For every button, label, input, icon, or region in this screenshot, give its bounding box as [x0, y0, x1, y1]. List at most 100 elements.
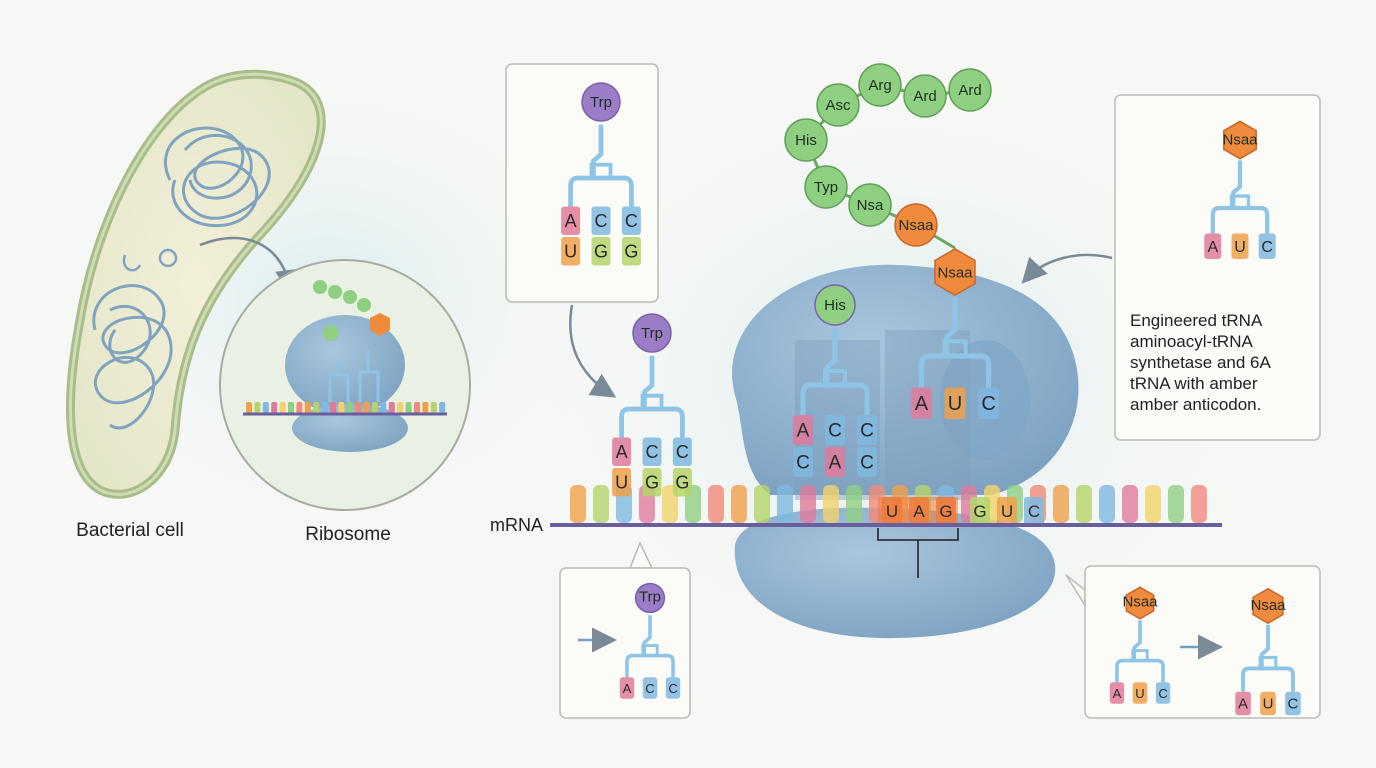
bottom-right-before-anticodon-2-letter: C — [1158, 686, 1167, 701]
mini-nucleotide-16 — [380, 402, 387, 414]
description-line-4: tRNA with amber — [1130, 374, 1258, 393]
peptide-residue-1 — [816, 83, 860, 127]
engineered-anticodon-0-letter: A — [1207, 239, 1218, 256]
amber-anticodon-0-letter: A — [915, 393, 929, 415]
incoming-codon-2-tile — [672, 468, 692, 497]
description-line-3: synthetase and 6A — [1130, 353, 1271, 372]
ribosome-label: Ribosome — [305, 524, 391, 545]
amber-trna-loop — [942, 339, 968, 356]
mini-nucleotide-1 — [254, 402, 261, 414]
peptide-residue-label-1: Asc — [825, 97, 851, 114]
main-ribosome — [732, 264, 1079, 639]
amber-codon-2-tile — [936, 497, 956, 525]
mrna-nucleotide-1 — [593, 485, 609, 523]
bottom-left-trna-body — [625, 653, 675, 678]
bottom-left-anticodon-1-tile — [642, 677, 658, 699]
description-line-1: Engineered tRNA — [1130, 311, 1263, 330]
incoming-amino-acid-bead — [632, 313, 672, 353]
peptide-residue-6 — [848, 183, 892, 227]
incoming-trna-body — [619, 406, 685, 438]
mini-nucleotide-0 — [246, 402, 252, 414]
incoming-anticodon-0-tile — [612, 437, 632, 466]
peptide-residue-label-5: Typ — [814, 179, 838, 196]
trp-panel-codon-0-letter: U — [564, 242, 577, 262]
mini-nucleotide-5 — [288, 402, 294, 414]
peptide-residue-label-7: Nsaa — [898, 217, 934, 234]
bottom-right-before-trna-body — [1115, 658, 1165, 683]
downstream-codon-1-letter: U — [1001, 502, 1013, 521]
his-codon-1-letter: A — [829, 453, 842, 474]
mini-nucleotide-21 — [422, 402, 429, 414]
his-anticodon-0-letter: A — [797, 421, 810, 442]
mrna-nucleotide-22 — [1076, 485, 1092, 523]
bottom-left-anticodon-0-letter: A — [623, 681, 632, 696]
bottom-left-anticodon-2-tile — [665, 677, 681, 699]
mini-nucleotide-6 — [296, 402, 303, 414]
bottom-right-after-anticodon-1-letter: U — [1263, 696, 1274, 713]
incoming-codon-1-tile — [642, 468, 662, 497]
trp-panel-amino-acid-label: Trp — [590, 94, 612, 111]
peptide-residue-7 — [894, 203, 938, 247]
his-trna-body — [800, 382, 870, 415]
amber-codon-0-tile — [882, 497, 902, 525]
trp-panel-anticodon-2-tile — [621, 206, 641, 235]
mini-mrna — [246, 402, 446, 414]
incoming-anticodon-2-letter: C — [676, 442, 689, 462]
engineered-trna-loop — [1229, 194, 1251, 208]
trp-panel-codon-1-tile — [591, 237, 611, 266]
his-codon-1-tile — [825, 447, 845, 477]
mini-nucleotide-13 — [355, 402, 362, 414]
incoming-codon-0-letter: U — [615, 473, 628, 493]
amber-codon-0-letter: U — [886, 502, 898, 521]
his-codon-2-tile — [857, 447, 877, 477]
mrna-nucleotide-8 — [754, 485, 770, 523]
bottom-left-amino-acid-bead — [634, 582, 666, 614]
mini-nucleotide-15 — [372, 402, 378, 414]
mrna-nucleotide-25 — [1145, 485, 1161, 523]
peptide-residue-label-6: Nsa — [857, 197, 884, 214]
incoming-trna-loop — [640, 393, 664, 409]
bottom-right-after-anticodon-2-tile — [1285, 691, 1301, 716]
engineered-trna-body — [1210, 205, 1270, 234]
amber-anticodon-2-tile — [978, 387, 1000, 419]
amber-trna-body — [918, 353, 992, 388]
amber-anticodon-1-tile — [944, 387, 966, 419]
mrna-nucleotide-21 — [1053, 485, 1069, 523]
mini-nucleotide-2 — [262, 402, 269, 414]
trp-panel-amino-acid-bead — [581, 82, 621, 122]
peptide-residue-label-4: Ard — [958, 82, 981, 99]
mrna-nucleotide-0 — [570, 485, 586, 523]
mrna-nucleotide-24 — [1122, 485, 1138, 523]
mini-nucleotide-9 — [321, 402, 328, 414]
his-codon-0-letter: C — [796, 453, 810, 474]
peptide-residue-2 — [858, 63, 902, 107]
peptide-residue-4 — [948, 68, 992, 112]
incoming-anticodon-0-letter: A — [616, 442, 628, 462]
trp-panel-trna-body — [568, 175, 634, 207]
bottom-right-before-trna-loop — [1131, 649, 1149, 661]
incoming-codon-2-letter: G — [675, 473, 689, 493]
bottom-right-after-anticodon-2-letter: C — [1288, 696, 1299, 713]
peptide-residue-label-2: Arg — [868, 77, 891, 94]
his-anticodon-1-tile — [825, 415, 845, 445]
amber-anticodon-0-tile — [910, 387, 932, 419]
trp-panel-codon-1-letter: G — [594, 242, 608, 262]
incoming-amino-acid-label: Trp — [641, 325, 663, 342]
mini-nucleotide-11 — [338, 402, 345, 414]
incoming-anticodon-1-tile — [642, 437, 662, 466]
amber-amino-acid-label: Nsaa — [937, 264, 973, 281]
engineered-anticodon-0-tile — [1204, 233, 1222, 259]
peptide-residue-0 — [784, 118, 828, 162]
amber-codon-2-letter: G — [939, 502, 952, 521]
amber-codon-1-letter: A — [913, 502, 925, 521]
trp-panel-trna-loop — [589, 162, 613, 178]
mini-nucleotide-22 — [430, 402, 437, 414]
engineered-trna-description: Engineered tRNA aminoacyl-tRNA synthetas… — [1130, 311, 1275, 414]
mini-nucleotide-23 — [439, 402, 446, 414]
his-amino-acid-label: His — [824, 297, 846, 314]
